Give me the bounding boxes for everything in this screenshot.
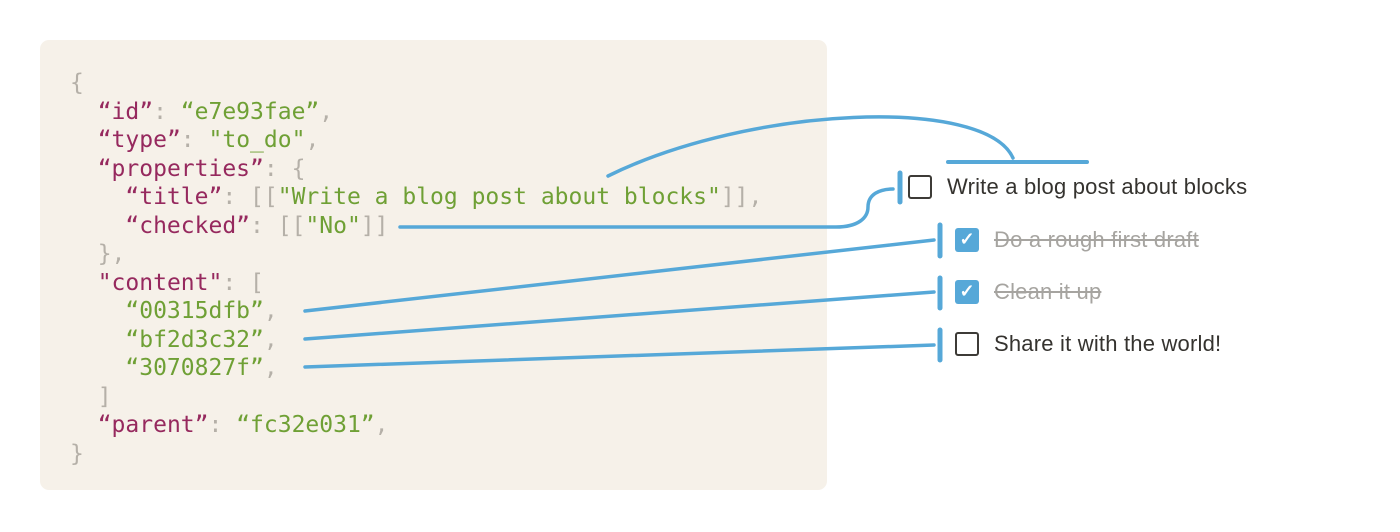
code-line: “parent”: “fc32e031”, (97, 412, 389, 438)
code-line: ] (70, 383, 112, 410)
check-icon: ✓ (959, 229, 975, 249)
code-line: “00315dfb”, (125, 298, 278, 324)
todo-2-checkbox[interactable]: ✓ (955, 228, 979, 252)
todo-1-label: Write a blog post about blocks (947, 174, 1248, 199)
code-line: } (70, 440, 84, 467)
code-line: “title”: [["Write a blog post about bloc… (125, 184, 763, 210)
code-line: “bf2d3c32”, (125, 326, 278, 353)
code-line: “3070827f”, (125, 355, 278, 381)
check-icon: ✓ (959, 281, 975, 301)
todo-3-checkbox[interactable]: ✓ (955, 280, 979, 304)
json-code-block: { “id”: “e7e93fae”, “type”: "to_do", “pr… (40, 40, 827, 490)
todo-4-label: Share it with the world! (994, 331, 1222, 356)
todo-item-write-blog-post: ✓ Write a blog post about blocks (908, 174, 1248, 199)
todo-3-label: Clean it up (994, 279, 1102, 304)
todo-item-share-it: ✓ Share it with the world! (955, 331, 1222, 356)
todo-1-checkbox[interactable]: ✓ (908, 175, 932, 199)
code-line: }, (70, 241, 126, 267)
code-line: “id”: “e7e93fae”, (97, 98, 334, 125)
todo-item-rough-draft: ✓ Do a rough first draft (955, 227, 1199, 252)
code-line: “checked”: [["No"]] (125, 212, 389, 239)
code-line: { (70, 70, 84, 96)
code-line: “properties”: { (97, 155, 306, 182)
todo-2-label: Do a rough first draft (994, 227, 1199, 252)
json-code: { “id”: “e7e93fae”, “type”: "to_do", “pr… (40, 40, 827, 468)
todo-item-clean-it-up: ✓ Clean it up (955, 279, 1102, 304)
code-line: "content": [ (97, 269, 264, 296)
todo-4-checkbox[interactable]: ✓ (955, 332, 979, 356)
code-line: “type”: "to_do", (97, 127, 320, 153)
